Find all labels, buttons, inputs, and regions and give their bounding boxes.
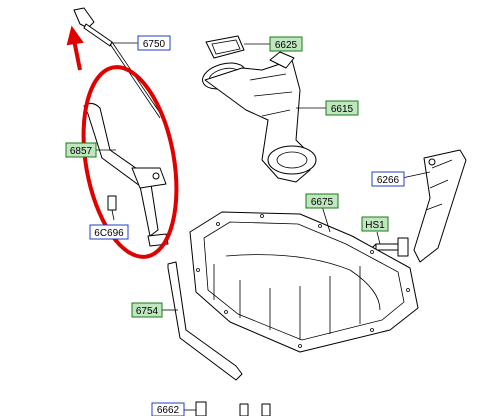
drain-plug-part — [195, 401, 271, 416]
callout-6750-label: 6750 — [143, 39, 166, 50]
timing-cover-part — [413, 149, 467, 263]
drain-hose-part — [167, 261, 243, 381]
callout-6662-label: 6662 — [157, 405, 180, 416]
callout-6662: 6662 — [151, 402, 185, 416]
callout-6857: 6857 — [65, 142, 97, 158]
callout-6675-label: 6675 — [311, 197, 334, 208]
callout-6625-label: 6625 — [275, 40, 298, 51]
dipstick-part — [73, 7, 163, 119]
callout-6266-label: 6266 — [377, 175, 400, 186]
callout-6754: 6754 — [131, 302, 163, 318]
callout-6615: 6615 — [325, 100, 359, 116]
callout-6266: 6266 — [371, 171, 405, 187]
gasket-part — [205, 35, 245, 59]
callout-6675: 6675 — [305, 193, 339, 209]
callout-6750: 6750 — [137, 35, 171, 51]
callout-6615-label: 6615 — [331, 104, 354, 115]
callout-6c696-label: 6C696 — [94, 228, 124, 239]
callout-6754-label: 6754 — [136, 306, 159, 317]
callout-6c696: 6C696 — [89, 224, 129, 240]
oil-pan-part — [189, 211, 419, 353]
callout-6625: 6625 — [269, 36, 303, 52]
leader-lines — [96, 42, 431, 411]
callout-hs1-label: HS1 — [365, 220, 385, 231]
callout-hs1: HS1 — [361, 216, 389, 232]
highlight-annotation — [66, 25, 179, 259]
oil-pump-pickup-part — [202, 51, 317, 183]
callout-6857-label: 6857 — [70, 146, 93, 157]
